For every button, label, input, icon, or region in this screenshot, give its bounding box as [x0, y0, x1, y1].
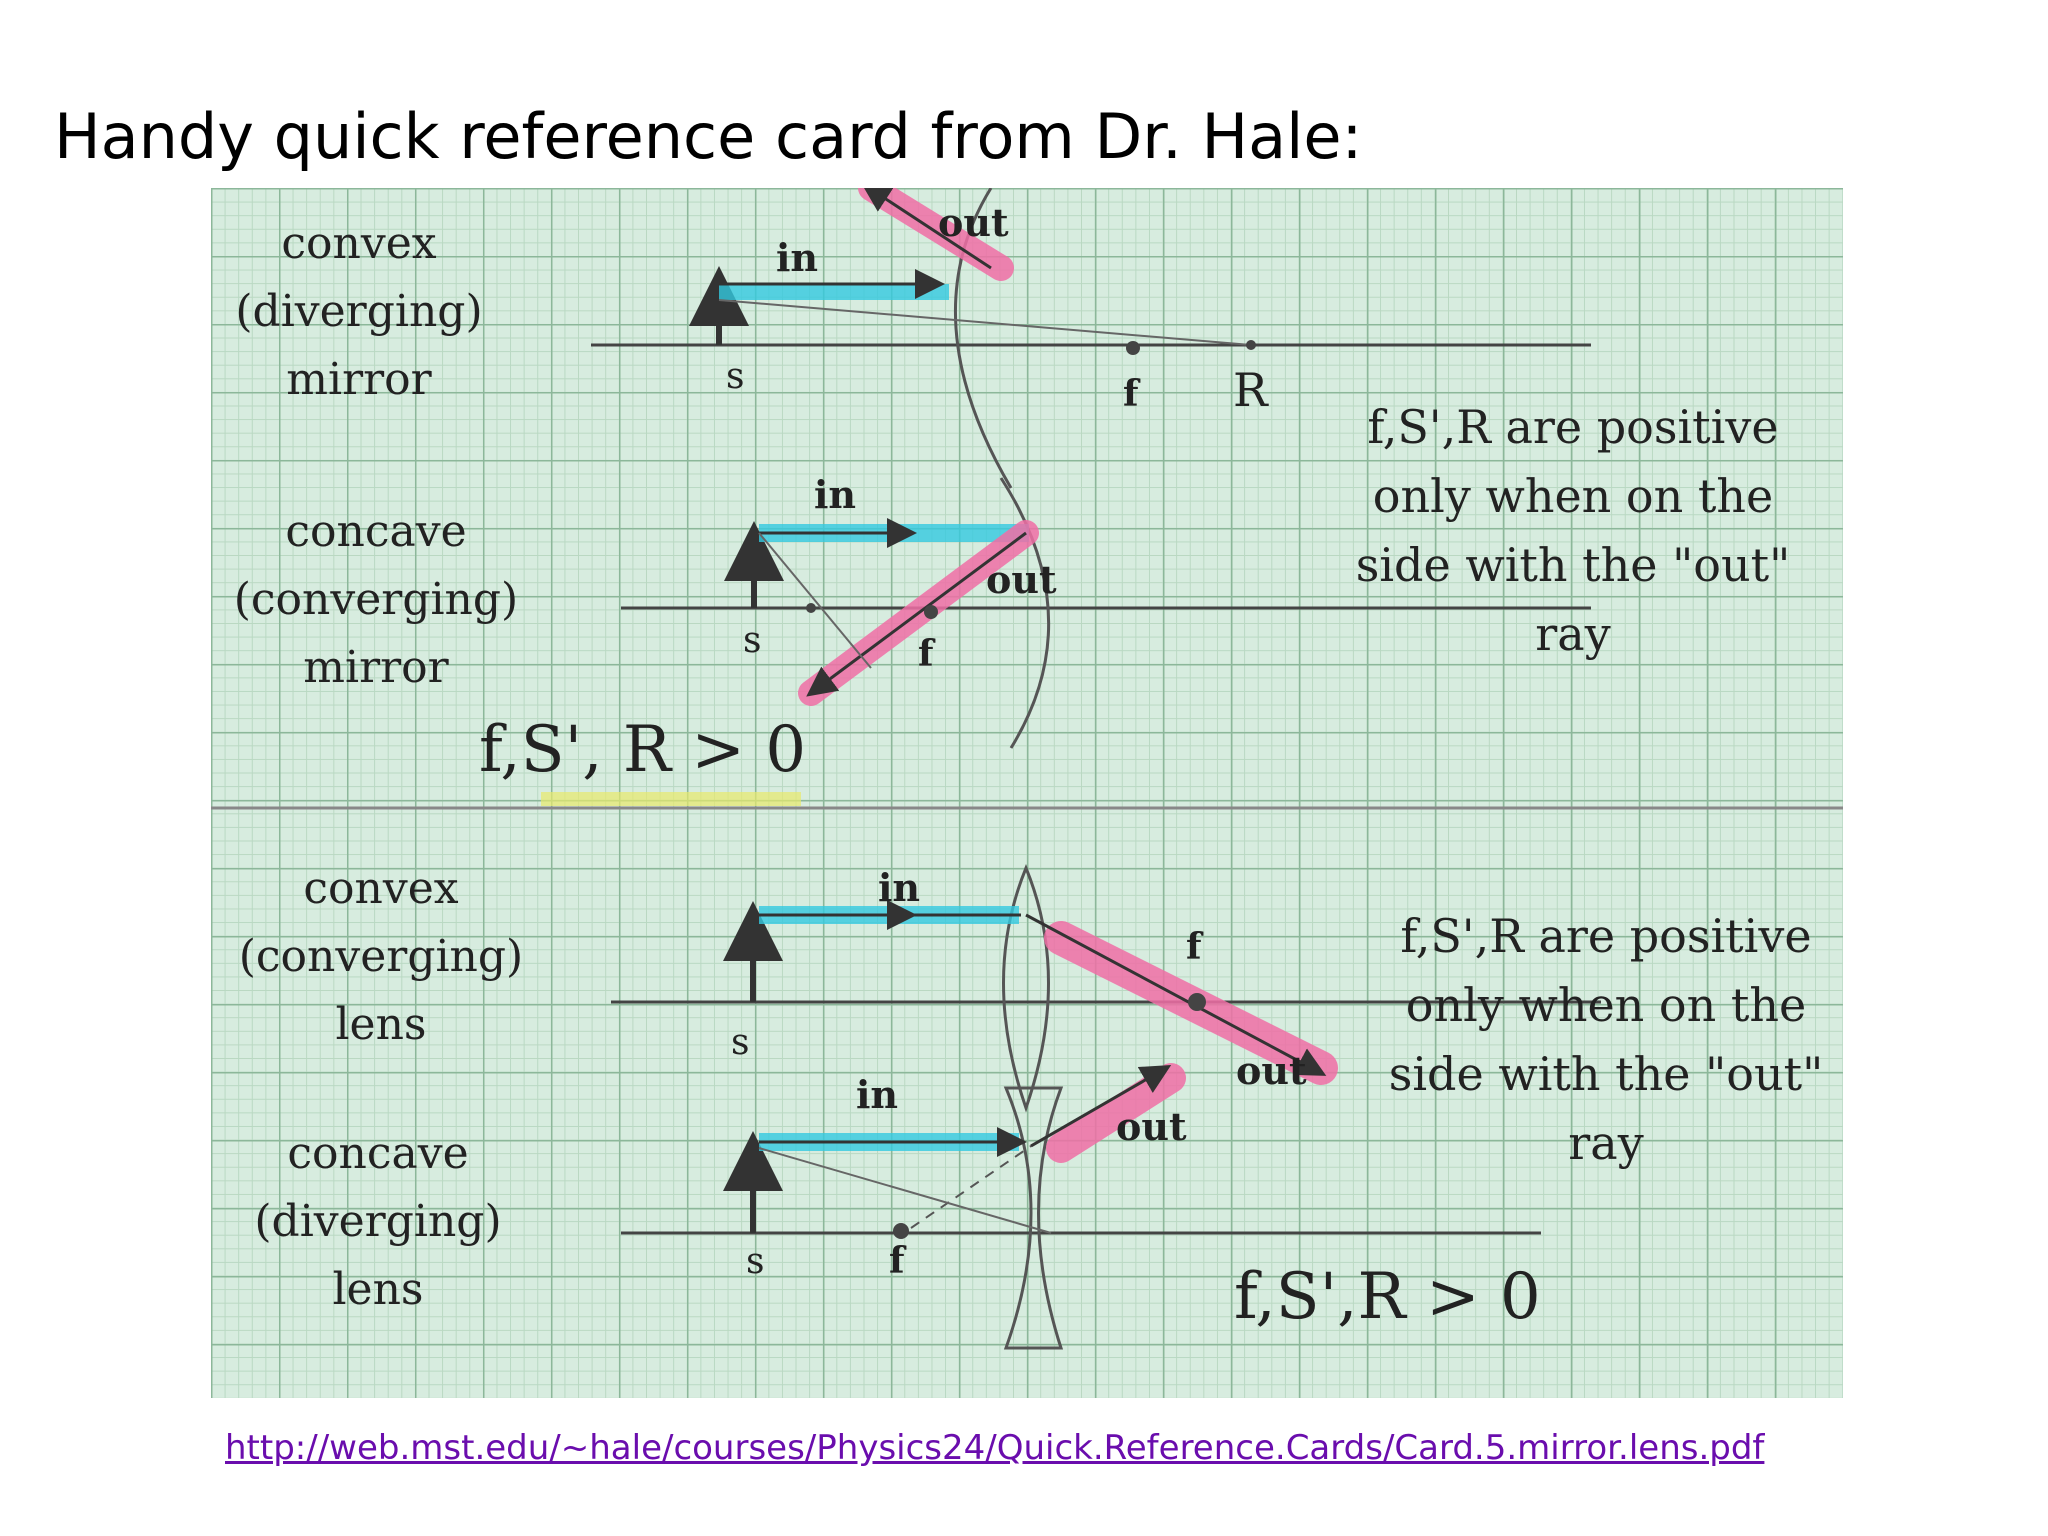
convex-mirror-label-3: mirror [286, 354, 432, 405]
page-title: Handy quick reference card from Dr. Hale… [54, 100, 1363, 173]
lens-rule-line-3: side with the "out" [1389, 1047, 1824, 1101]
concave-lens-label-2: (diverging) [254, 1196, 501, 1247]
concave-mirror-label-1: concave [285, 506, 466, 557]
out-label: out [1116, 1104, 1187, 1149]
in-label: in [776, 235, 818, 280]
construction-ray [758, 1147, 1052, 1234]
s-label: s [726, 356, 744, 397]
out-label: out [1236, 1048, 1307, 1093]
convex-mirror-diagram [591, 188, 1591, 489]
concave-mirror-label-2: (converging) [234, 574, 518, 625]
focal-point [893, 1223, 909, 1239]
out-label: out [938, 200, 1009, 245]
convex-mirror-label-1: convex [281, 218, 436, 269]
lens-rule-line-2: only when on the [1406, 978, 1806, 1032]
construction-ray [718, 299, 1252, 346]
convex-lens-label-3: lens [335, 999, 426, 1050]
f-label: f [889, 1240, 907, 1282]
lens-rule-line-4: ray [1568, 1116, 1643, 1170]
convex-lens-label-1: convex [303, 863, 458, 914]
mirror-formula: f,S', R > 0 [479, 713, 806, 787]
mirror-curve [954, 188, 1013, 489]
in-label: in [878, 865, 920, 910]
s-label: s [746, 1241, 764, 1282]
R-label: R [1233, 363, 1269, 417]
f-label: f [1123, 373, 1141, 415]
virtual-ray [910, 1145, 1032, 1229]
out-ray [1030, 1064, 1172, 1148]
reference-card: convex (diverging) mirror concave (conve… [211, 188, 1843, 1398]
out-ray [1025, 913, 1327, 1076]
focal-point [1188, 993, 1206, 1011]
f-label: f [918, 633, 936, 675]
lens-formula: f,S',R > 0 [1234, 1260, 1541, 1334]
construction-ray [758, 532, 872, 669]
mirror-curve [999, 477, 1051, 749]
in-label: in [814, 472, 856, 517]
s-label: s [731, 1022, 749, 1063]
s-label: s [743, 620, 761, 661]
ray-diagrams: convex (diverging) mirror concave (conve… [211, 188, 1843, 1350]
convex-lens-diagram [611, 864, 1601, 1113]
convex-mirror-label-2: (diverging) [235, 286, 482, 337]
concave-lens-label-3: lens [332, 1264, 423, 1315]
concave-mirror-diagram [621, 477, 1591, 749]
lens-rule-line-1: f,S',R are positive [1400, 909, 1811, 963]
concave-mirror-label-3: mirror [303, 642, 449, 693]
f-label: f [1186, 926, 1204, 968]
concave-lens-label-1: concave [287, 1128, 468, 1179]
in-label: in [856, 1072, 898, 1117]
mirror-rule-line-2: only when on the [1373, 469, 1773, 523]
formula-highlight [541, 792, 801, 806]
center-point [1246, 340, 1256, 350]
mirror-rule-line-1: f,S',R are positive [1367, 400, 1778, 454]
mirror-rule-line-3: side with the "out" [1356, 538, 1791, 592]
out-ray [860, 188, 992, 270]
mirror-rule-line-4: ray [1535, 607, 1610, 661]
source-link[interactable]: http://web.mst.edu/~hale/courses/Physics… [225, 1428, 1765, 1468]
lens-shape [1003, 1086, 1064, 1350]
convex-lens-label-2: (converging) [239, 931, 523, 982]
concave-lens-diagram [621, 1063, 1541, 1350]
center-point [806, 603, 816, 613]
focal-point [924, 605, 938, 619]
in-highlight [719, 284, 949, 300]
lens-shape [1002, 864, 1050, 1113]
out-ray [806, 531, 1027, 697]
out-label: out [986, 557, 1057, 602]
focal-point [1126, 341, 1140, 355]
